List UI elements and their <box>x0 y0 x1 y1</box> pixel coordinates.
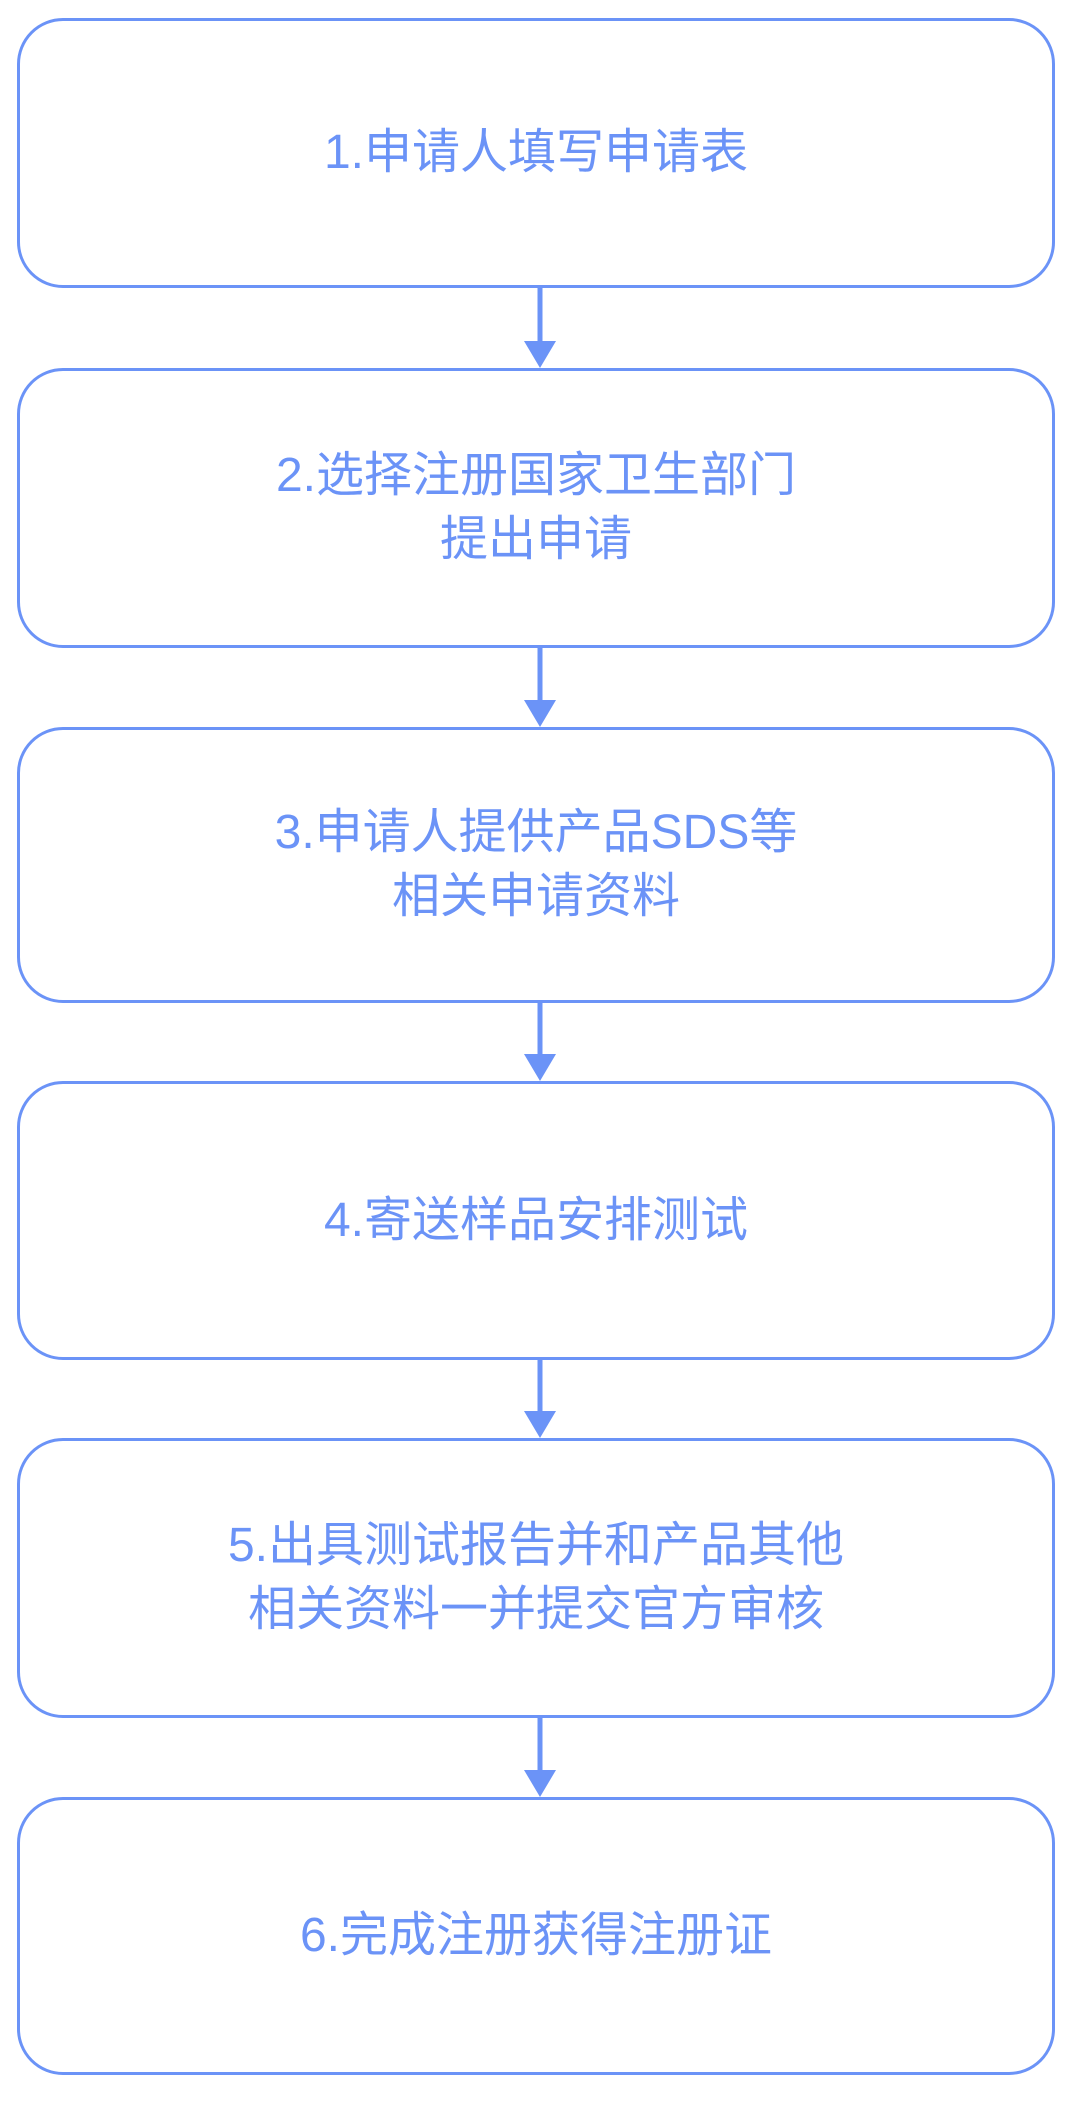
arrow-down-icon <box>524 700 556 727</box>
connector-shaft <box>537 288 543 341</box>
flowchart-step-2[interactable]: 2.选择注册国家卫生部门 提出申请 <box>17 368 1055 648</box>
flowchart-connector-4-5 <box>524 1360 556 1438</box>
flowchart-step-2-label: 2.选择注册国家卫生部门 提出申请 <box>275 449 797 566</box>
flowchart-step-1[interactable]: 1.申请人填写申请表 <box>17 18 1055 288</box>
arrow-down-icon <box>524 341 556 368</box>
connector-shaft <box>537 1003 543 1054</box>
flowchart-step-6-label: 6.完成注册获得注册证 <box>299 1909 773 1962</box>
flowchart-connector-2-3 <box>524 648 556 727</box>
flowchart-step-3-label: 3.申请人提供产品SDS等 相关申请资料 <box>274 806 798 923</box>
flowchart-step-4[interactable]: 4.寄送样品安排测试 <box>17 1081 1055 1360</box>
flowchart-step-5[interactable]: 5.出具测试报告并和产品其他 相关资料一并提交官方审核 <box>17 1438 1055 1718</box>
flowchart-connector-3-4 <box>524 1003 556 1081</box>
arrow-down-icon <box>524 1054 556 1081</box>
flowchart-step-3[interactable]: 3.申请人提供产品SDS等 相关申请资料 <box>17 727 1055 1003</box>
arrow-down-icon <box>524 1411 556 1438</box>
flowchart-step-4-label: 4.寄送样品安排测试 <box>323 1193 749 1247</box>
arrow-down-icon <box>524 1770 556 1797</box>
connector-shaft <box>537 1718 543 1770</box>
flowchart-step-6[interactable]: 6.完成注册获得注册证 <box>17 1797 1055 2075</box>
flowchart-step-1-label: 1.申请人填写申请表 <box>323 126 749 179</box>
connector-shaft <box>537 648 543 700</box>
flowchart-connector-1-2 <box>524 288 556 368</box>
flowchart-step-5-label: 5.出具测试报告并和产品其他 相关资料一并提交官方审核 <box>227 1519 845 1636</box>
connector-shaft <box>537 1360 543 1411</box>
flowchart-connector-5-6 <box>524 1718 556 1797</box>
